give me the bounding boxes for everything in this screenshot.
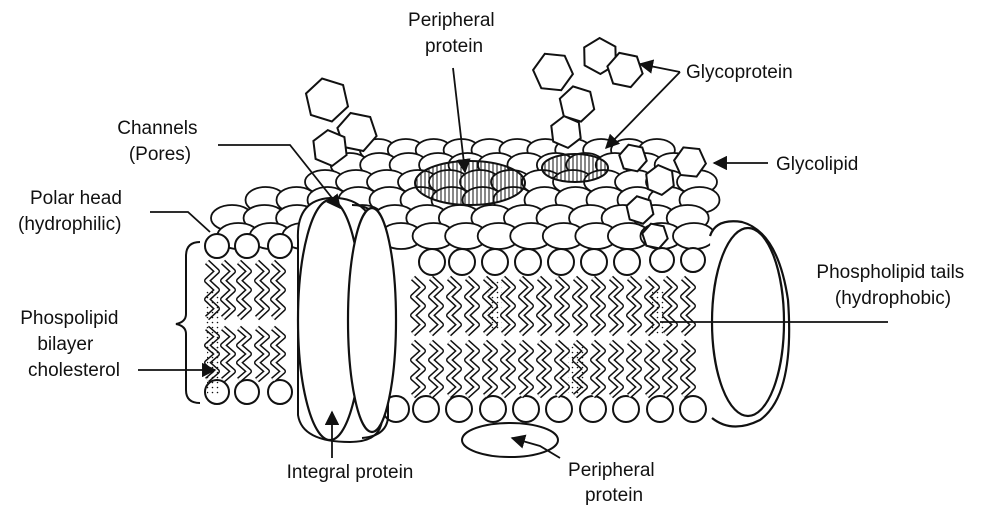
leader-glycoprotein-1	[640, 64, 680, 72]
polar-head	[205, 234, 229, 258]
cholesterol	[488, 280, 502, 330]
polar-head	[413, 396, 439, 422]
polar-head	[546, 396, 572, 422]
surface-head	[673, 223, 715, 249]
label-glycolipid: Glycolipid	[776, 154, 858, 175]
cholesterol	[652, 290, 666, 336]
polar-head	[268, 380, 292, 404]
cholesterol	[205, 290, 219, 350]
integral-protein	[298, 198, 396, 442]
polar-head	[650, 248, 674, 272]
peripheral-protein-top	[415, 161, 525, 205]
sugar-ring	[306, 79, 348, 122]
polar-head	[268, 234, 292, 258]
polar-head	[513, 396, 539, 422]
label-phospholipid-tails: Phospholipid tails (hydrophobic)	[816, 262, 969, 309]
polar-head	[235, 380, 259, 404]
label-peripheral-protein-bottom: Peripheral protein	[568, 460, 660, 506]
label-channels: Channels (Pores)	[117, 118, 203, 165]
polar-head	[449, 249, 475, 275]
label-peripheral-protein-top: Peripheral protein	[408, 10, 500, 57]
label-glycoprotein: Glycoprotein	[686, 62, 793, 83]
glycoprotein-base	[542, 154, 608, 182]
polar-head	[446, 396, 472, 422]
polar-head	[515, 249, 541, 275]
label-integral-protein: Integral protein	[287, 462, 414, 483]
polar-head	[482, 249, 508, 275]
polar-head	[581, 249, 607, 275]
bilayer-brace	[176, 242, 200, 403]
polar-head	[548, 249, 574, 275]
polar-head	[614, 249, 640, 275]
polar-head	[235, 234, 259, 258]
phospholipid-tails	[205, 262, 693, 396]
integral-protein-right	[710, 221, 789, 426]
polar-head	[480, 396, 506, 422]
leader-polar-head	[150, 212, 210, 232]
label-bilayer: Phospolipid bilayer cholesterol	[20, 308, 124, 381]
polar-head	[419, 249, 445, 275]
polar-head	[580, 396, 606, 422]
polar-head	[680, 396, 706, 422]
cholesterol	[568, 344, 584, 396]
label-polar-head: Polar head (hydrophilic)	[18, 188, 127, 235]
sugar-ring	[533, 54, 573, 90]
polar-head	[613, 396, 639, 422]
polar-head	[681, 248, 705, 272]
peripheral-protein-bottom	[462, 423, 558, 457]
polar-head	[647, 396, 673, 422]
